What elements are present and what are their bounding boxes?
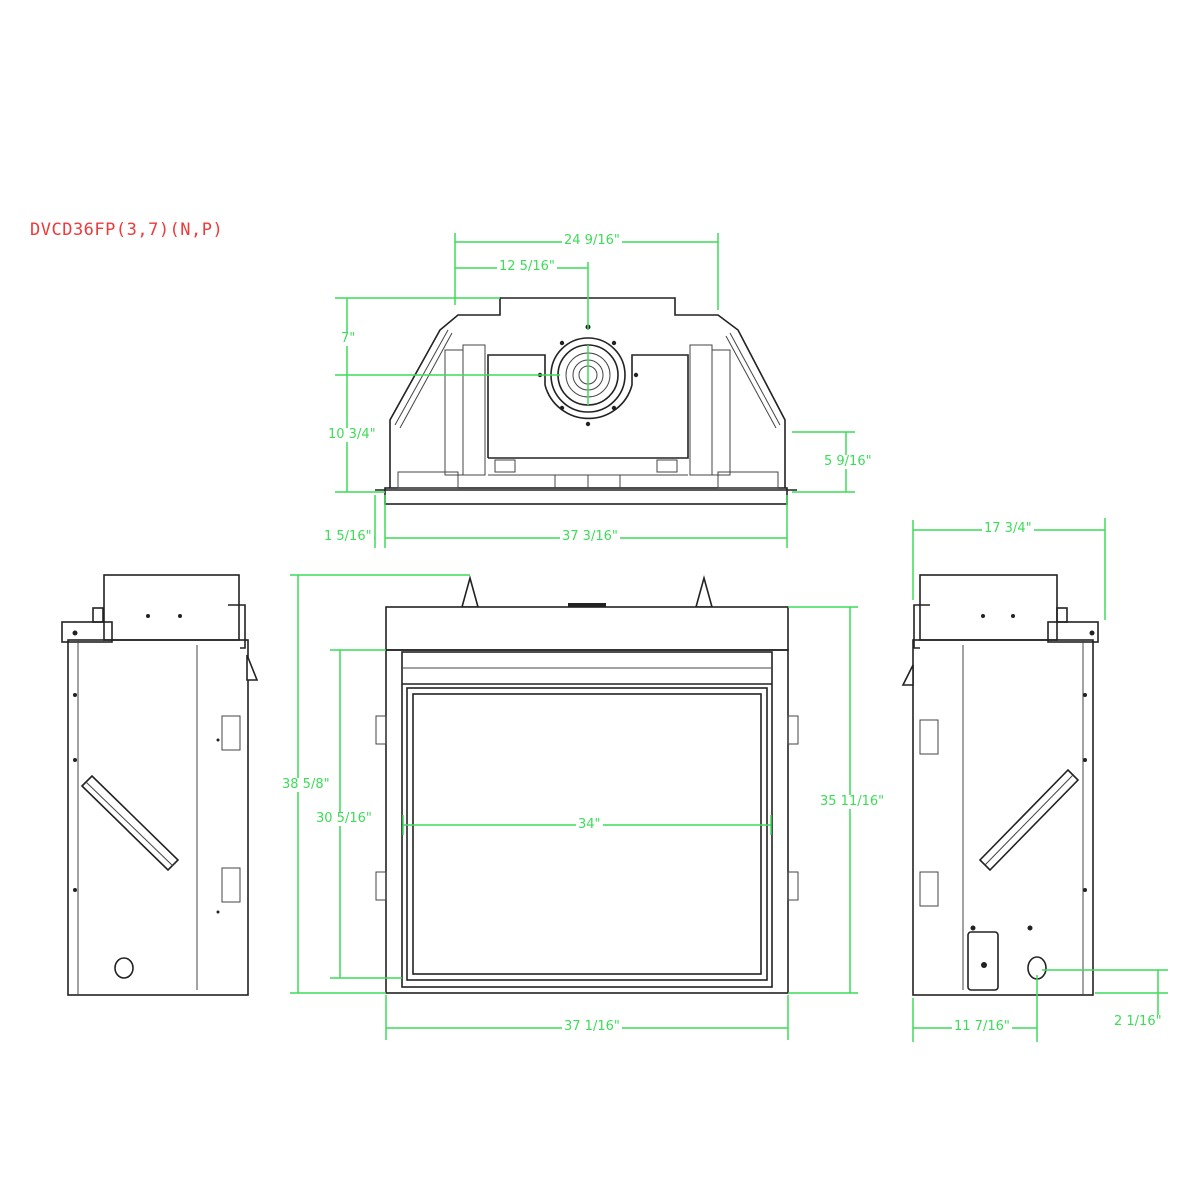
right-side-view	[901, 574, 1099, 996]
dim-front-body-height: 35 11/16"	[818, 794, 887, 809]
top-view-dimensions	[335, 233, 855, 548]
dim-front-glass-width: 34"	[576, 817, 603, 832]
dim-front-overall-height: 38 5/8"	[280, 777, 332, 792]
dim-side-gas-inlet-height: 2 1/16"	[1112, 1014, 1164, 1029]
left-side-view	[61, 574, 259, 996]
dim-top-side-step-height: 5 9/16"	[822, 454, 874, 469]
dim-side-gas-inlet-offset: 11 7/16"	[952, 1019, 1012, 1034]
right-side-dimensions	[912, 518, 1168, 1042]
dim-side-overall-depth: 17 3/4"	[982, 521, 1034, 536]
dim-top-overall-vent-offset: 24 9/16"	[562, 233, 622, 248]
front-view	[375, 574, 799, 994]
dim-top-flange-offset: 1 5/16"	[322, 529, 374, 544]
top-view	[375, 297, 797, 505]
dim-top-vent-center-offset: 12 5/16"	[497, 259, 557, 274]
model-title: DVCD36FP(3,7)(N,P)	[30, 220, 224, 240]
dim-front-opening-height: 30 5/16"	[314, 811, 374, 826]
dim-top-height-7: 7"	[339, 331, 358, 346]
dim-front-overall-width: 37 1/16"	[562, 1019, 622, 1034]
dim-top-lower-height: 10 3/4"	[326, 427, 378, 442]
dim-top-overall-width: 37 3/16"	[560, 529, 620, 544]
